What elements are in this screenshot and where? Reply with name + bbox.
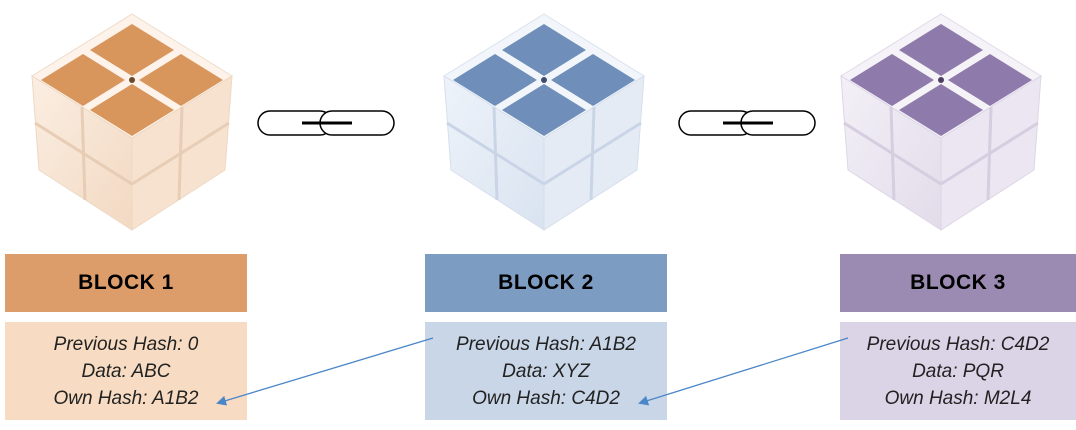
hash-link-arrow-2 — [638, 337, 849, 406]
block-1-data: Data: ABC — [81, 360, 171, 382]
chain-link-icon — [678, 110, 816, 136]
block-1-cube-icon — [31, 13, 233, 231]
chain-link-icon — [257, 110, 395, 136]
block-3-header: BLOCK 3 — [840, 254, 1076, 312]
block-1-own-hash: Own Hash: A1B2 — [53, 387, 199, 409]
block-3-own-hash: Own Hash: M2L4 — [884, 387, 1032, 409]
block-2-data: Data: XYZ — [502, 360, 590, 382]
block-1-previous-hash: Previous Hash: 0 — [53, 333, 199, 355]
block-2-header: BLOCK 2 — [425, 254, 667, 312]
block-1-header: BLOCK 1 — [5, 254, 247, 312]
block-2-title: BLOCK 2 — [498, 271, 594, 294]
block-2-details: Previous Hash: A1B2 Data: XYZ Own Hash: … — [425, 322, 667, 420]
block-3-cube-icon — [840, 13, 1042, 231]
block-3-previous-hash: Previous Hash: C4D2 — [866, 333, 1050, 355]
hash-link-arrow-1 — [216, 337, 434, 406]
block-3-data: Data: PQR — [912, 360, 1004, 382]
block-1-title: BLOCK 1 — [78, 271, 174, 294]
block-3-title: BLOCK 3 — [910, 271, 1006, 294]
block-3-details: Previous Hash: C4D2 Data: PQR Own Hash: … — [840, 322, 1076, 420]
block-2-cube-icon — [443, 13, 645, 231]
block-2-own-hash: Own Hash: C4D2 — [472, 387, 620, 409]
block-2-previous-hash: Previous Hash: A1B2 — [456, 333, 636, 355]
block-1-details: Previous Hash: 0 Data: ABC Own Hash: A1B… — [5, 322, 247, 420]
